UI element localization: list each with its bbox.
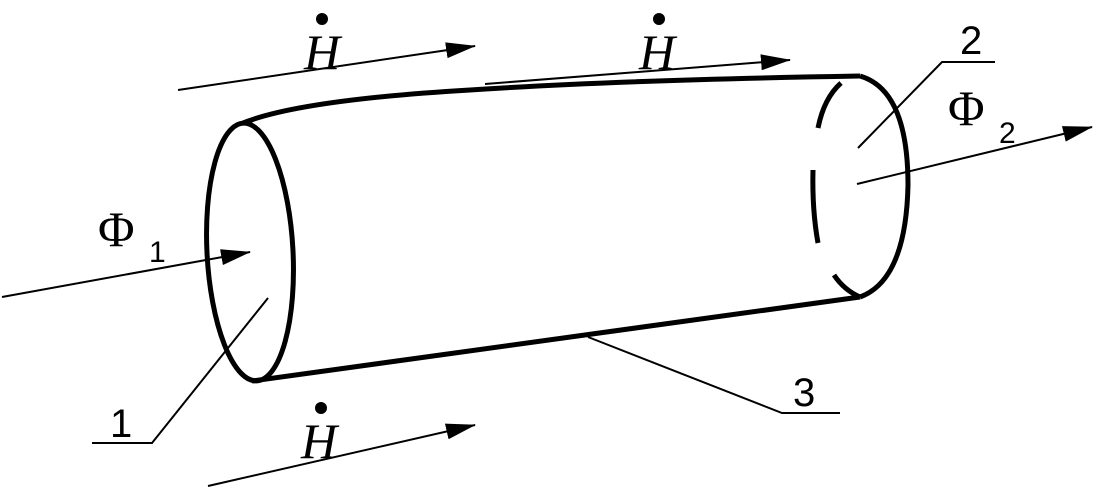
field-label-bottom: H [300,402,340,469]
right-end-hidden-arc-top [815,81,843,129]
flux-in-symbol: Φ [98,201,135,257]
field-arrows [177,42,791,487]
field-dot-bottom [315,402,327,414]
field-label-top-left: H [303,13,343,80]
flux-out-symbol: Φ [948,80,985,136]
flux-arrows [1,126,1093,298]
cylinder [204,73,911,384]
flux-in-arrow [1,249,251,298]
flux-out-label: Φ 2 [948,80,1016,150]
callout-1-number: 1 [110,402,132,446]
callout-3-leader [587,336,840,414]
field-dot-top-left [316,13,328,25]
right-end-hidden-arc-bottom [831,273,862,300]
flux-out-subscript: 2 [999,117,1016,150]
field-symbol-bottom: H [300,413,340,469]
callout-2-number: 2 [960,19,982,63]
field-arrow-top-right [484,54,791,85]
right-end-hidden-arc-mid [810,169,821,244]
flux-in-subscript: 1 [149,236,166,269]
right-end-arc [859,73,911,300]
callout-lines [92,61,995,444]
callout-1-leader [92,297,269,444]
cylinder-top-edge [242,73,861,126]
callout-2-leader [857,61,995,149]
field-arrow-top-left [177,42,476,91]
field-symbol-top-right: H [638,24,678,80]
flux-in-label: Φ 1 [98,201,166,269]
cylinder-bottom-edge [251,294,861,384]
flux-out-arrow [856,126,1093,185]
callout-3-number: 3 [793,371,815,415]
field-symbol-top-left: H [303,24,343,80]
field-label-top-right: H [638,13,678,80]
field-dot-top-right [653,13,665,25]
field-arrow-bottom [207,423,476,487]
